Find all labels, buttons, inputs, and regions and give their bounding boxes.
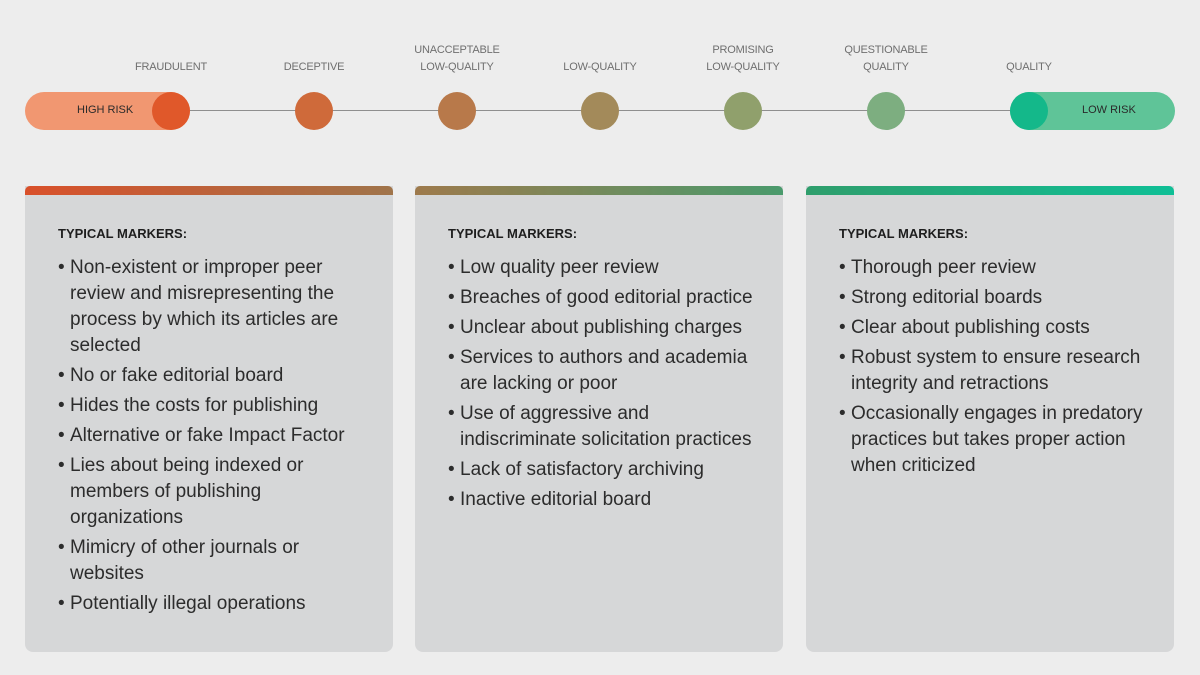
- panel-heading: TYPICAL MARKERS:: [448, 226, 578, 241]
- stage-label-line: QUALITY: [1006, 61, 1052, 73]
- marker-item: Mimicry of other journals or websites: [58, 535, 378, 587]
- stage-label: UNACCEPTABLE LOW-QUALITY: [387, 42, 527, 76]
- marker-item: Robust system to ensure research integri…: [839, 345, 1159, 397]
- risk-spectrum: HIGH RISK LOW RISK FRAUDULENT DECEPTIVE UN…: [0, 0, 1200, 160]
- stage-label-line: QUESTIONABLE: [844, 44, 928, 56]
- high-risk-label: HIGH RISK: [77, 104, 134, 116]
- marker-item: Strong editorial boards: [839, 285, 1159, 311]
- marker-list: Non-existent or improper peer review and…: [58, 255, 378, 621]
- marker-item: Unclear about publishing charges: [448, 315, 768, 341]
- stage-label: QUALITY: [959, 59, 1099, 76]
- marker-list: Thorough peer reviewStrong editorial boa…: [839, 255, 1159, 483]
- marker-item: Potentially illegal operations: [58, 591, 378, 617]
- stage-dot: [1010, 92, 1048, 130]
- stage-label-line: UNACCEPTABLE: [414, 44, 500, 56]
- marker-item: Inactive editorial board: [448, 487, 768, 513]
- stage-label: PROMISING LOW-QUALITY: [673, 42, 813, 76]
- stage-label-line: LOW-QUALITY: [563, 61, 637, 73]
- stage-label-line: LOW-QUALITY: [420, 61, 494, 73]
- stage-label-line: LOW-QUALITY: [706, 61, 780, 73]
- stage-label-line: PROMISING: [712, 44, 774, 56]
- panel-heading: TYPICAL MARKERS:: [839, 226, 969, 241]
- stage-label: FRAUDULENT: [101, 59, 241, 76]
- marker-list: Low quality peer reviewBreaches of good …: [448, 255, 768, 517]
- marker-item: Lack of satisfactory archiving: [448, 457, 768, 483]
- marker-item: Low quality peer review: [448, 255, 768, 281]
- panel-heading: TYPICAL MARKERS:: [58, 226, 188, 241]
- stage-label: DECEPTIVE: [244, 59, 384, 76]
- stage-label: QUESTIONABLE QUALITY: [816, 42, 956, 76]
- marker-item: Occasionally engages in predatory practi…: [839, 401, 1159, 479]
- stage-dot: [438, 92, 476, 130]
- stage-dot: [724, 92, 762, 130]
- stage-label-line: FRAUDULENT: [135, 61, 207, 73]
- panel-color-bar: [415, 186, 783, 195]
- marker-item: Non-existent or improper peer review and…: [58, 255, 378, 359]
- marker-item: Lies about being indexed or members of p…: [58, 453, 378, 531]
- marker-item: Alternative or fake Impact Factor: [58, 423, 378, 449]
- marker-item: Hides the costs for publishing: [58, 393, 378, 419]
- stage-dot: [295, 92, 333, 130]
- marker-item: Thorough peer review: [839, 255, 1159, 281]
- marker-item: No or fake editorial board: [58, 363, 378, 389]
- stage-dot: [867, 92, 905, 130]
- marker-panel: TYPICAL MARKERS: Thorough peer reviewStro…: [806, 186, 1174, 652]
- marker-item: Use of aggressive and indiscriminate sol…: [448, 401, 768, 453]
- low-risk-label: LOW RISK: [1082, 104, 1136, 116]
- panel-color-bar: [25, 186, 393, 195]
- panel-color-bar: [806, 186, 1174, 195]
- marker-panel: TYPICAL MARKERS: Non-existent or improper…: [25, 186, 393, 652]
- marker-item: Breaches of good editorial practice: [448, 285, 768, 311]
- marker-panel: TYPICAL MARKERS: Low quality peer reviewB…: [415, 186, 783, 652]
- marker-item: Services to authors and academia are lac…: [448, 345, 768, 397]
- stage-label-line: DECEPTIVE: [283, 61, 345, 73]
- stage-label: LOW-QUALITY: [530, 59, 670, 76]
- stage-dot: [581, 92, 619, 130]
- marker-item: Clear about publishing costs: [839, 315, 1159, 341]
- stage-dot: [152, 92, 190, 130]
- stage-label-line: QUALITY: [863, 61, 909, 73]
